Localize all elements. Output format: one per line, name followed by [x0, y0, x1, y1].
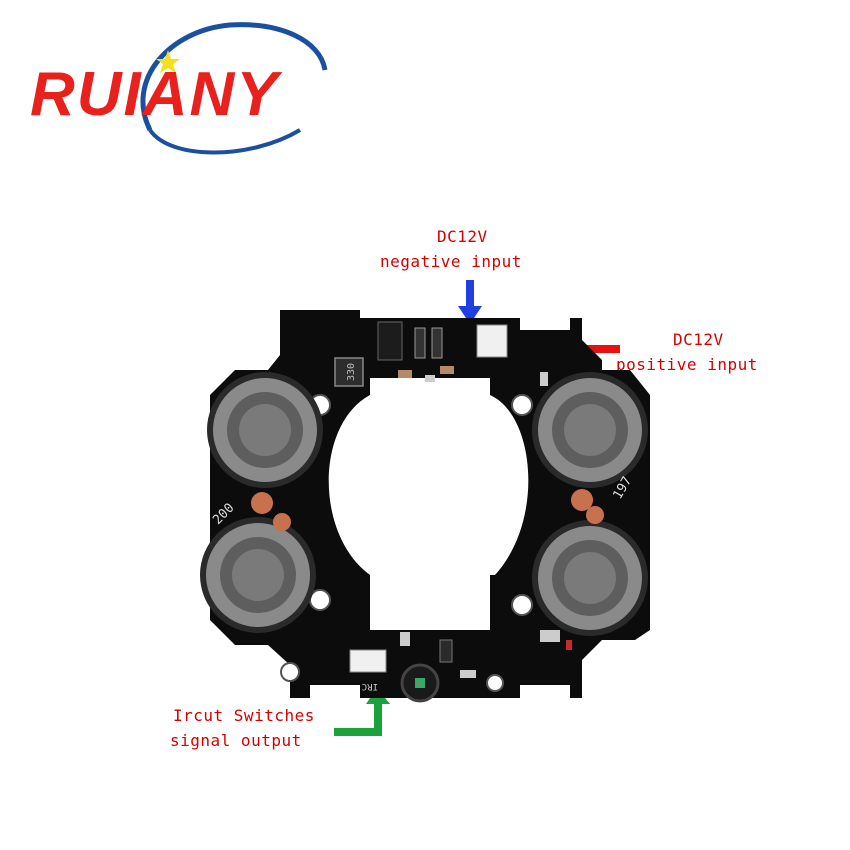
ir-led-top-right [532, 372, 648, 488]
inductor-marking: 330 [346, 363, 357, 381]
logo-swoosh [140, 22, 328, 132]
power-connector [476, 324, 508, 358]
positive-label-line2: positive input [616, 355, 758, 374]
down-arrow-icon [458, 280, 482, 324]
lens-opening [328, 378, 529, 630]
logo-text: RUIANY [30, 60, 283, 129]
ircut-connector-marking: IRC [362, 681, 378, 691]
ir-led-top-left [207, 372, 323, 488]
logo-star [156, 50, 180, 73]
ir-led-bottom-right [532, 520, 648, 636]
ircut-label-line1: Ircut Switches [173, 706, 315, 725]
up-right-arrow-icon [334, 688, 390, 736]
ir-led-board: 200 197 330 IRC [200, 310, 650, 703]
positive-label-line1: DC12V [673, 330, 724, 349]
negative-label-line2: negative input [380, 252, 522, 271]
ircut-connector [349, 649, 387, 673]
ircut-label-line2: signal output [170, 731, 302, 750]
inductor [334, 357, 364, 387]
negative-label-line1: DC12V [437, 227, 488, 246]
ir-led-bottom-left [200, 517, 316, 633]
brand-logo: RUIANY [30, 22, 328, 155]
